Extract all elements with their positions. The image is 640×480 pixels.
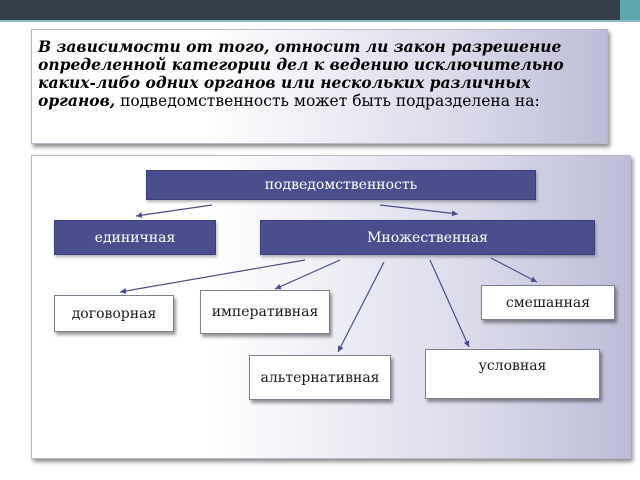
node-conditional-label: условная (478, 358, 547, 374)
intro-regular-text: подведомственность может быть подразделе… (115, 92, 540, 110)
node-single: единичная (54, 220, 216, 255)
node-conditional: условная (425, 349, 600, 399)
node-alternative: альтернативная (249, 355, 391, 400)
node-root: подведомственность (146, 170, 536, 200)
node-mixed: смешанная (481, 285, 615, 320)
node-imperative: императивная (200, 290, 330, 334)
node-alternative-label: альтернативная (260, 369, 380, 386)
arrow-root-to-multiple (379, 204, 459, 217)
node-multiple: Множественная (260, 220, 595, 255)
slide-top-bar (0, 0, 640, 20)
node-imperative-label: императивная (211, 304, 319, 320)
intro-paragraph: В зависимости от того, относит ли закон … (38, 37, 604, 111)
slide-top-line (0, 20, 640, 22)
intro-bold-italic-text: В зависимости от того, относит ли закон … (38, 37, 564, 110)
node-root-label: подведомственность (264, 177, 418, 193)
arrow-multiple-to-mixed (490, 257, 538, 283)
node-contractual: договорная (54, 295, 174, 332)
arrow-root-to-single (135, 204, 213, 219)
arrow-multiple-to-conditional (429, 259, 470, 348)
arrow-multiple-to-alternative (337, 261, 385, 353)
node-single-label: единичная (94, 229, 176, 246)
arrow-multiple-to-imperative (274, 259, 341, 290)
slide-top-accent (620, 0, 640, 20)
node-contractual-label: договорная (71, 305, 157, 322)
intro-text-panel: В зависимости от того, относит ли закон … (31, 29, 608, 144)
arrow-multiple-to-contractual (119, 259, 306, 294)
node-mixed-label: смешанная (505, 294, 591, 311)
node-multiple-label: Множественная (367, 229, 488, 246)
